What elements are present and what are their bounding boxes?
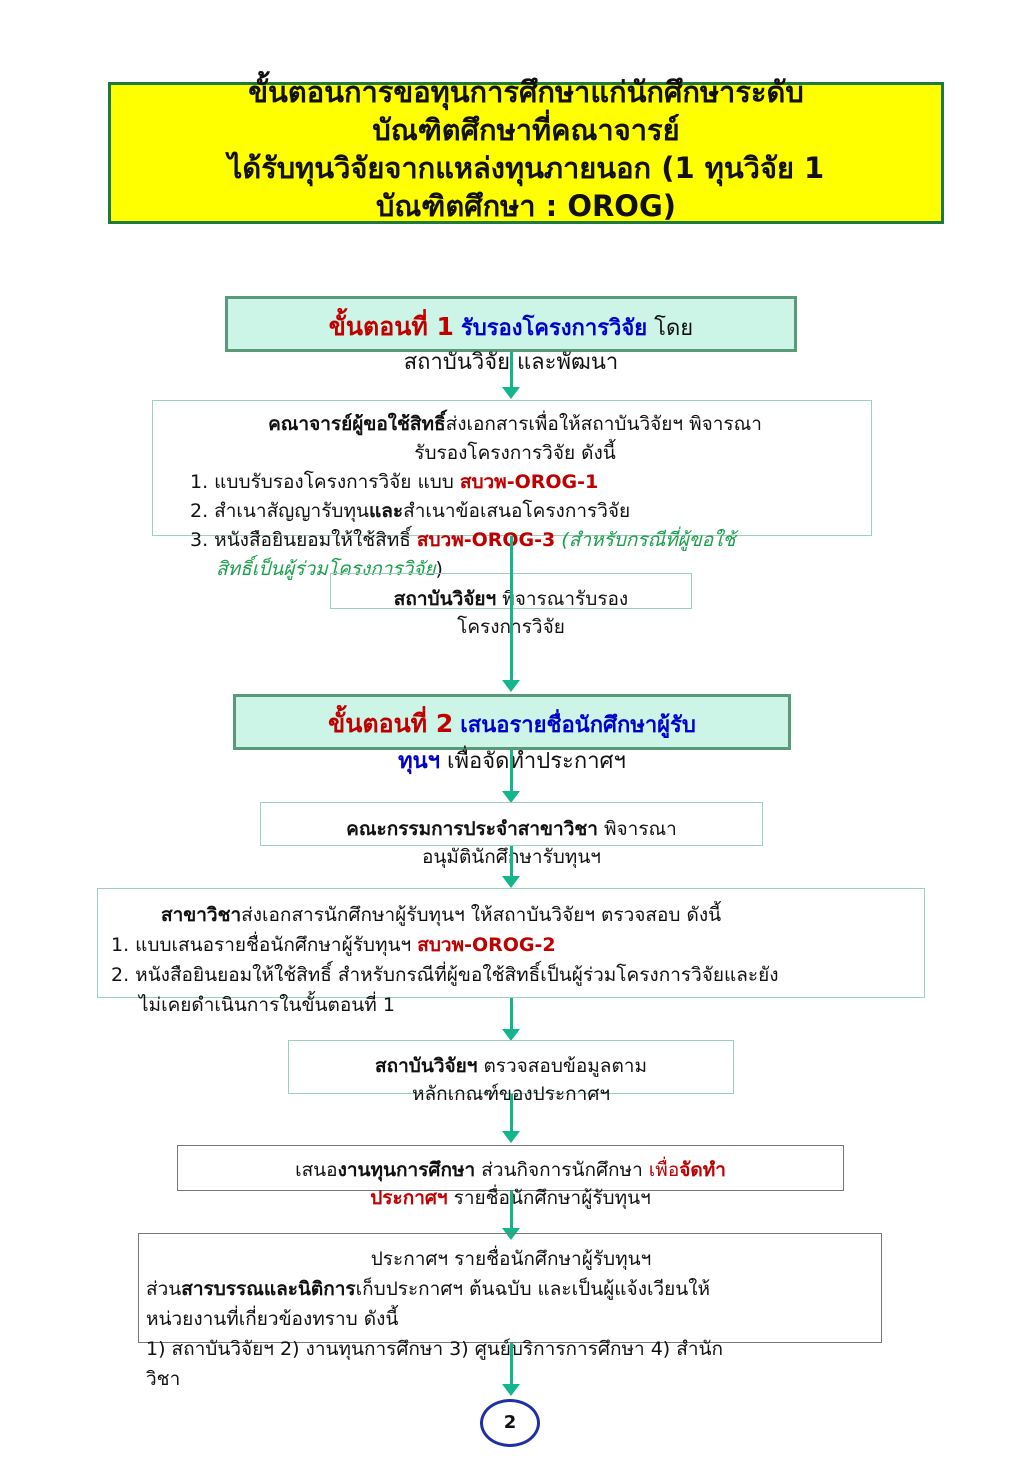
box7-line2-unit: สารบรรณและนิติการ (181, 1278, 356, 1300)
box3 (260, 802, 763, 846)
box4-item1-code: สบวพ-OROG-2 (417, 934, 556, 956)
arrow-7-head (502, 1228, 520, 1240)
step2-box (233, 694, 791, 750)
step1-box (225, 296, 797, 352)
title-line-3: ได้รับทุนวิจัยจากแหล่งทุนภายนอก (1 ทุนวิ… (227, 151, 825, 185)
box6-pre: เสนอ (295, 1159, 338, 1181)
box1 (152, 400, 872, 536)
box7-line2-rest: เก็บประกาศฯ ต้นฉบับ และเป็นผู้แจ้งเวียนใ… (355, 1278, 711, 1300)
step1-action: รับรองโครงการวิจัย (460, 316, 648, 341)
title-box: ขั้นตอนการขอทุนการศึกษาแก่นักศึกษาระดับ … (108, 75, 944, 224)
arrow-3-head (502, 791, 520, 803)
box1-item1: 1. แบบรับรองโครงการวิจัย แบบ (190, 471, 460, 493)
box7-line3: หน่วยงานที่เกี่ยวข้องทราบ ดังนี้ (146, 1308, 399, 1330)
box1-item3-close: ) (435, 558, 443, 580)
box1-text2: รับรองโครงการวิจัย ดังนี้ (414, 442, 616, 464)
arrow-2 (510, 536, 513, 684)
box3-text: คณะกรรมการประจำสาขาวิชา พิจารณา อนุมัติน… (260, 815, 763, 871)
step1-rest1: โดย (647, 316, 694, 341)
box1-item3-code: สบวพ-OROG-3 (416, 529, 556, 551)
arrow-7 (510, 1191, 513, 1231)
box7-line4: 1) สถาบันวิจัยฯ 2) งานทุนการศึกษา 3) ศูน… (146, 1338, 724, 1360)
box4-text: สาขาวิชาส่งเอกสารนักศึกษาผู้รับทุนฯ ให้ส… (105, 900, 925, 1020)
box5-actor: สถาบันวิจัยฯ (375, 1055, 478, 1077)
box1-item3-note2: สิทธิ์เป็นผู้ร่วมโครงการวิจัย (216, 558, 436, 580)
arrow-1 (510, 352, 513, 390)
arrow-3 (510, 750, 513, 794)
page-number: 2 (480, 1399, 540, 1447)
box6-unit: งานทุนการศึกษา (337, 1159, 476, 1181)
box1-item2-b: และ (369, 500, 404, 522)
box1-item2-a: 2. สำเนาสัญญารับทุน (190, 500, 370, 522)
box5 (288, 1040, 734, 1094)
box6-rest: รายชื่อนักศึกษาผู้รับทุนฯ (447, 1187, 651, 1209)
step2-label: ขั้นตอนที่ 2 (328, 709, 454, 738)
step2-text: ขั้นตอนที่ 2 เสนอรายชื่อนักศึกษาผู้รับ ท… (233, 706, 791, 780)
step1-text: ขั้นตอนที่ 1 รับรองโครงการวิจัย โดย สถาบ… (225, 310, 797, 380)
box1-text: คณาจารย์ผู้ขอใช้สิทธิ์ส่งเอกสารเพื่อให้ส… (160, 410, 870, 584)
box7-text: ประกาศฯ รายชื่อนักศึกษาผู้รับทุนฯ ส่วนสา… (146, 1244, 876, 1394)
title-line-4: บัณฑิตศึกษา : OROG) (375, 189, 677, 223)
box1-item1-code: สบวพ-OROG-1 (459, 471, 599, 493)
arrow-6-head (502, 1131, 520, 1143)
box3-actor: คณะกรรมการประจำสาขาวิชา (346, 818, 598, 840)
step2-rest: เพื่อจัดทำประกาศฯ (440, 749, 626, 774)
box4 (97, 888, 925, 998)
box1-text1: ส่งเอกสารเพื่อให้สถาบันวิจัยฯ พิจารณา (445, 413, 762, 435)
box5-text1: ตรวจสอบข้อมูลตาม (477, 1055, 647, 1077)
box4-text1: ส่งเอกสารนักศึกษาผู้รับทุนฯ ให้สถาบันวิจ… (241, 904, 722, 926)
arrow-6 (510, 1094, 513, 1134)
box4-actor: สาขาวิชา (161, 904, 242, 926)
arrow-5-head (502, 1029, 520, 1041)
arrow-4-head (502, 876, 520, 888)
arrow-8-head (502, 1384, 520, 1396)
box6-text: เสนองานทุนการศึกษา ส่วนกิจการนักศึกษา เพ… (177, 1156, 844, 1212)
box7 (138, 1233, 882, 1343)
arrow-1-head (502, 387, 520, 399)
box1-actor: คณาจารย์ผู้ขอใช้สิทธิ์ (268, 413, 446, 435)
box1-item3: 3. หนังสือยินยอมให้ใช้สิทธิ์ (190, 529, 417, 551)
box1-item2-c: สำเนาข้อเสนอโครงการวิจัย (403, 500, 631, 522)
box4-item1: 1. แบบเสนอรายชื่อนักศึกษาผู้รับทุนฯ (111, 934, 418, 956)
box2-text1: พิจารณารับรอง (496, 588, 629, 610)
arrow-4 (510, 846, 513, 879)
title-line-1: ขั้นตอนการขอทุนการศึกษาแก่นักศึกษาระดับ (248, 75, 804, 109)
step2-action2: ทุนฯ (398, 749, 441, 774)
step1-label: ขั้นตอนที่ 1 (328, 312, 454, 341)
box2-actor: สถาบันวิจัยฯ (393, 588, 497, 610)
box6 (177, 1145, 844, 1191)
box1-item3-note1: (สำหรับกรณีที่ผู้ขอใช้ (555, 529, 736, 551)
box7-line5: วิชา (146, 1368, 181, 1390)
box4-item2-line2: ไม่เคยดำเนินการในขั้นตอนที่ 1 (139, 994, 395, 1016)
arrow-2-head (502, 680, 520, 692)
box6-purpose-b: จัดทำ (679, 1159, 726, 1181)
arrow-5 (510, 998, 513, 1032)
arrow-8 (510, 1343, 513, 1387)
title-line-2: บัณฑิตศึกษาที่คณาจารย์ (372, 113, 680, 147)
box7-line1: ประกาศฯ รายชื่อนักศึกษาผู้รับทุนฯ (370, 1248, 652, 1270)
step2-action: เสนอรายชื่อนักศึกษาผู้รับ (460, 713, 696, 738)
box6-purpose-a: เพื่อ (648, 1159, 680, 1181)
box7-line2-pre: ส่วน (146, 1278, 182, 1300)
box3-text1: พิจารณา (597, 818, 677, 840)
box4-item2-line1: 2. หนังสือยินยอมให้ใช้สิทธิ์ สำหรับกรณีท… (111, 964, 779, 986)
box6-purpose-c: ประกาศฯ (370, 1187, 448, 1209)
box6-mid: ส่วนกิจการนักศึกษา (475, 1159, 649, 1181)
